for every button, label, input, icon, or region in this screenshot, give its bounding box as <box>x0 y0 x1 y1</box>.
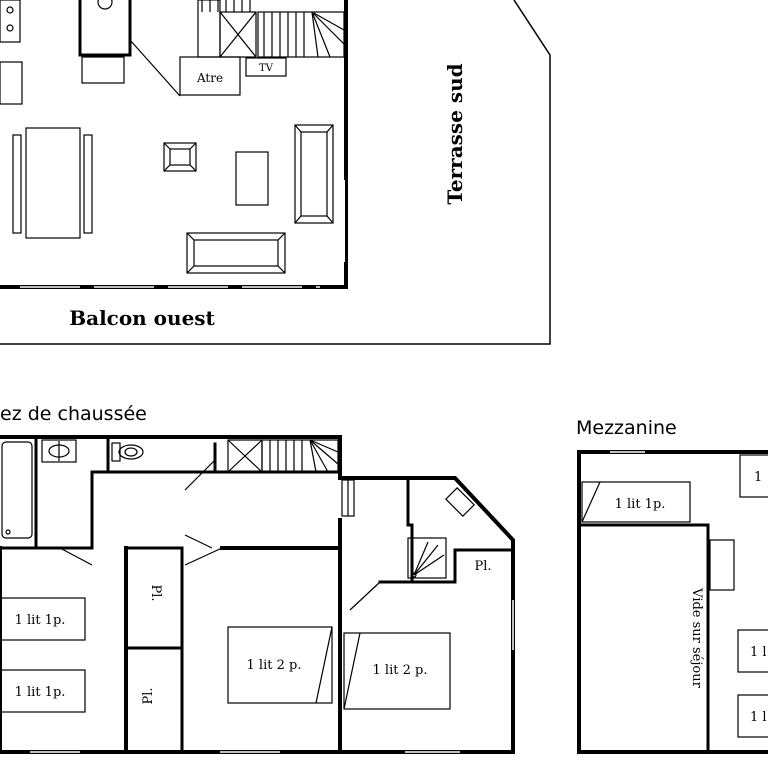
door-swing-icon <box>349 581 381 611</box>
kitchen-cabinet-icon <box>81 56 125 84</box>
single-bed-label: 1 lit 1p. <box>15 613 66 628</box>
bed-fold-line <box>315 626 333 704</box>
door-swing-icon <box>184 547 223 566</box>
dining-table-icon <box>25 127 81 239</box>
single-bed-label: 1 lit 1p. <box>615 497 666 512</box>
single-bed-label: 1 lit 1p. <box>15 685 66 700</box>
atre-label: Atre <box>196 71 223 85</box>
double-bed <box>343 632 451 710</box>
staircase-icon <box>261 439 339 473</box>
shower-spray-icon <box>413 554 445 576</box>
tv-unit <box>245 57 287 77</box>
toilet-bowl-icon <box>124 447 138 457</box>
kitchen-counter-icon <box>0 61 23 105</box>
shower-spray-icon <box>413 541 429 576</box>
shower-spray-icon <box>413 544 439 576</box>
stair-void-icon <box>219 11 257 58</box>
bed-fold-line <box>581 481 601 523</box>
door-swing-icon <box>59 547 93 566</box>
bed-cut-off-label: 1 <box>754 470 762 485</box>
closet-label: Pl. <box>141 687 156 704</box>
shower-icon <box>407 537 447 579</box>
mezzanine-outer-wall <box>577 450 768 754</box>
sofa-icon <box>294 124 334 224</box>
bench-icon <box>83 134 93 234</box>
door-swing-icon <box>129 39 181 97</box>
bathtub-icon <box>1 441 33 539</box>
terrace-label: Terrasse sud <box>443 63 467 204</box>
single-bed <box>0 597 86 641</box>
closet-label: Pl. <box>148 584 163 601</box>
toilet-icon <box>118 444 144 460</box>
upper-floor-plan: Atre TV <box>0 0 551 345</box>
ground-floor-title: ez de chaussée <box>0 403 147 425</box>
stove-icon <box>0 0 21 43</box>
closet-label: Pl. <box>474 559 491 574</box>
door-swing-icon <box>184 534 213 549</box>
single-bed <box>581 481 691 523</box>
mezzanine-plan: Mezzanine 1 lit 1p. Vide sur séjour 1 1 … <box>576 417 768 754</box>
sofa-icon <box>186 232 286 274</box>
sink-icon <box>97 0 113 10</box>
tv-label: TV <box>259 63 274 74</box>
ground-floor-plan: ez de chaussée <box>0 403 515 754</box>
burner-icon <box>6 24 14 32</box>
drain-icon <box>5 529 11 535</box>
double-bed <box>227 626 333 704</box>
balcony-label: Balcon ouest <box>69 306 215 330</box>
wash-basin-icon <box>41 439 77 463</box>
terrace-outline <box>0 0 551 345</box>
bed-cut-off <box>737 694 768 738</box>
stair-landing <box>197 0 221 58</box>
stair-cross-line <box>219 11 257 58</box>
kitchen-partition <box>78 0 132 57</box>
mezzanine-title: Mezzanine <box>576 417 677 439</box>
coffee-table-icon <box>235 151 269 206</box>
wash-basin-icon <box>445 487 475 517</box>
cabinet-icon <box>709 539 735 591</box>
double-bed-label: 1 lit 2 p. <box>247 658 302 673</box>
corridor-wall <box>90 442 217 550</box>
double-bed-label: 1 lit 2 p. <box>373 663 428 678</box>
bed-cut-off <box>739 454 768 498</box>
staircase-icon <box>201 0 345 58</box>
toilet-tank-icon <box>111 442 121 462</box>
drain-icon <box>411 572 417 578</box>
armchair-icon <box>163 142 197 172</box>
door-swing-icon <box>184 459 216 491</box>
void-label: Vide sur séjour <box>689 587 704 688</box>
bed-cut-off <box>737 629 768 673</box>
bench-icon <box>12 134 22 234</box>
bed-cut-off-label: 1 l <box>750 710 767 725</box>
ground-outer-wall <box>0 435 515 754</box>
single-bed <box>0 669 86 713</box>
bed-cut-off-label: 1 l <box>750 645 767 660</box>
stair-cross-line <box>227 439 263 473</box>
bed-fold-line <box>343 632 361 710</box>
burner-icon <box>6 6 14 14</box>
